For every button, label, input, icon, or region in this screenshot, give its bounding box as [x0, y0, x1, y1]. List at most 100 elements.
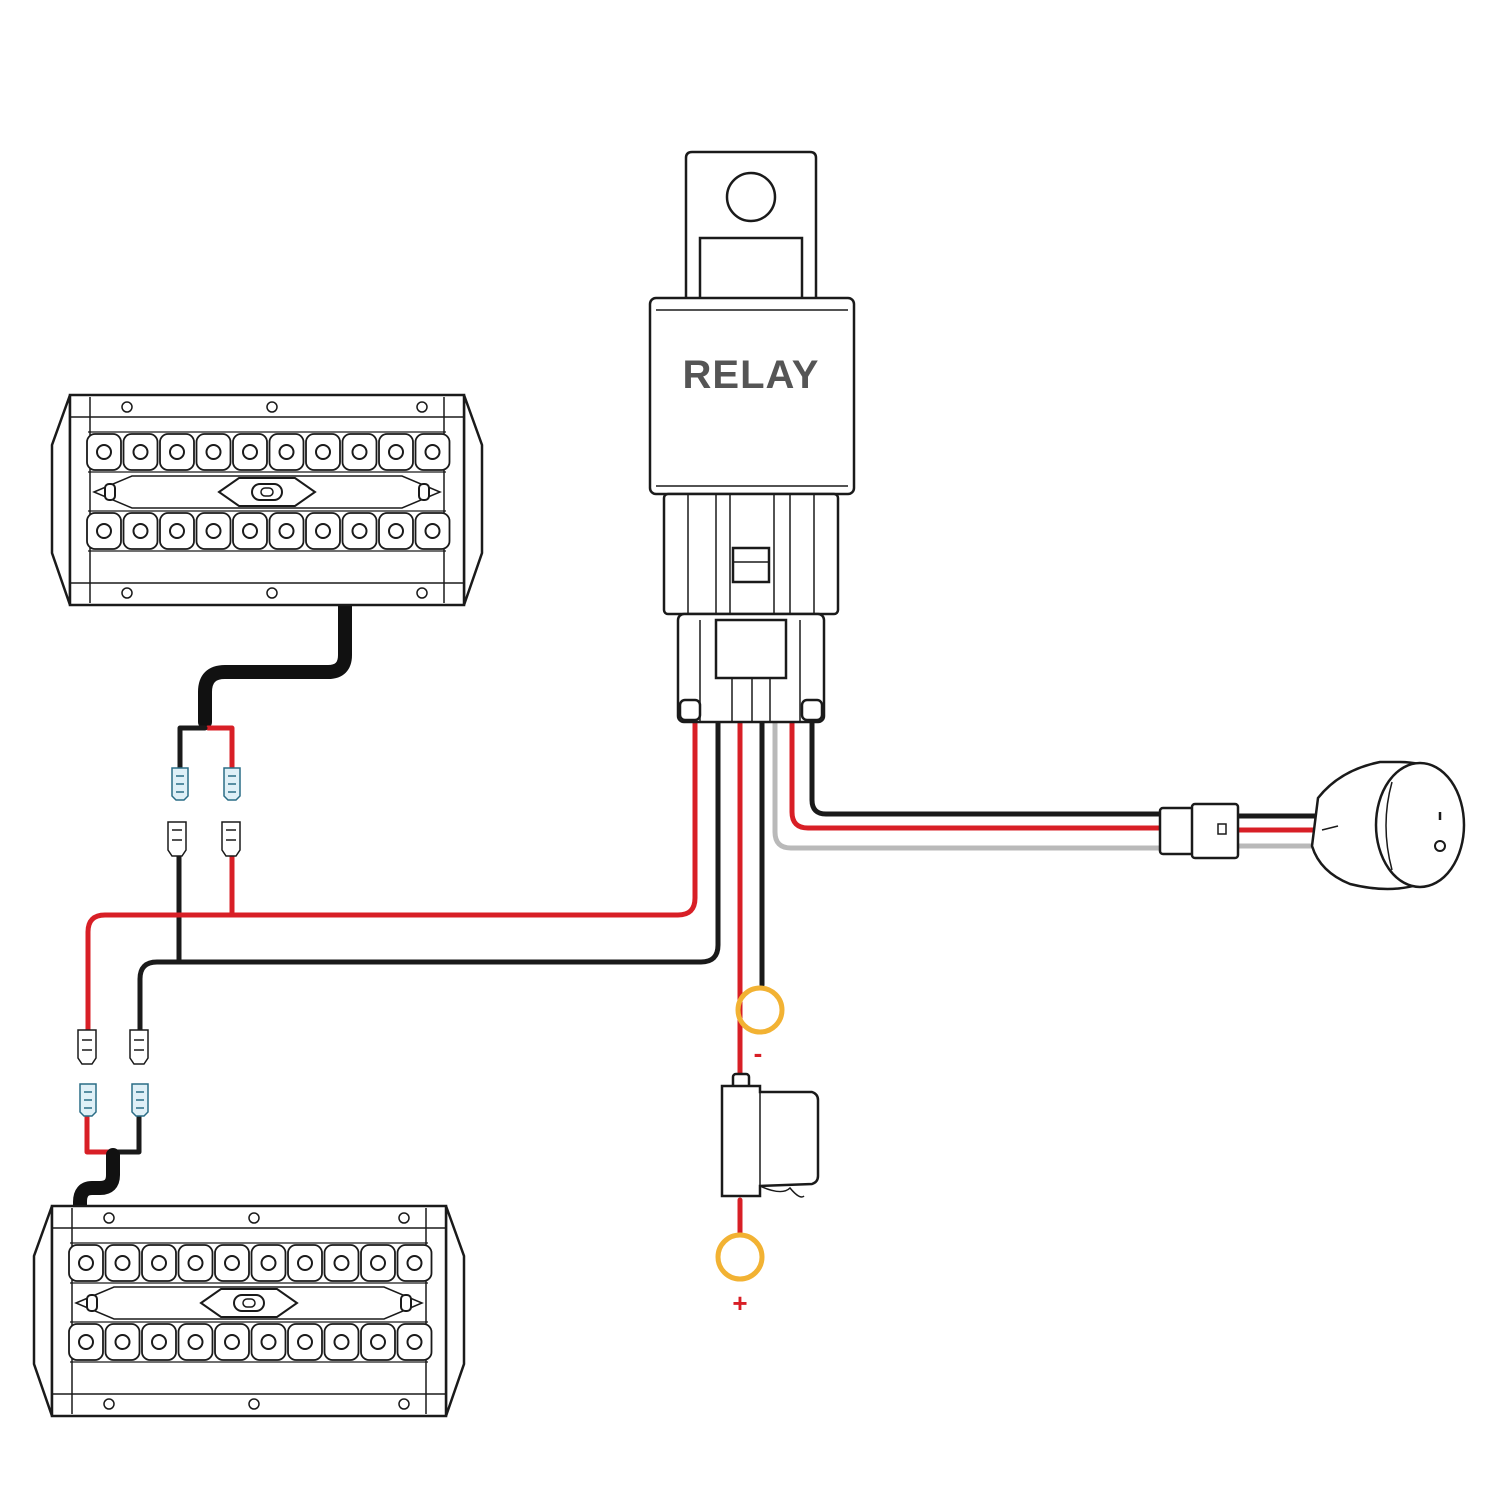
- top-bar-black-lead: [177, 725, 208, 773]
- led-icon: [78, 1334, 94, 1350]
- led-icon: [78, 1255, 94, 1271]
- spade-connector: [77, 1029, 97, 1065]
- screw-icon: [416, 587, 428, 599]
- relay-label: RELAY: [683, 353, 820, 397]
- relay-socket-ribs: [687, 494, 815, 614]
- led-icon: [242, 523, 258, 539]
- battery-terminals: - +: [715, 985, 820, 1318]
- relay-connector-slots: [699, 620, 801, 722]
- light-bar-side-slot: [400, 1294, 412, 1312]
- light-bar-end-cap: [32, 1205, 54, 1417]
- led-icon: [260, 1255, 277, 1271]
- led-icon: [278, 523, 295, 539]
- top-bar-cable: [198, 593, 352, 729]
- led-icon: [132, 444, 149, 460]
- positive-ring-terminal: [715, 1232, 765, 1282]
- relay-mount-hole: [725, 171, 777, 223]
- light-bar-badge-slot: [242, 1298, 256, 1308]
- led-icon: [333, 1334, 350, 1350]
- relay-red-out: [85, 719, 698, 1033]
- top-bar-red-lead: [205, 725, 235, 773]
- led-icon: [370, 1255, 386, 1271]
- led-icon: [96, 444, 112, 460]
- led-icon: [406, 1334, 423, 1350]
- relay-black-out: [137, 719, 721, 1033]
- spade-connector: [223, 767, 241, 801]
- led-icon: [132, 523, 149, 539]
- light-bar-end-cap: [462, 394, 484, 606]
- screw-icon: [248, 1398, 260, 1410]
- spade-connector: [171, 767, 189, 801]
- led-icon: [351, 523, 368, 539]
- led-icon: [406, 1255, 423, 1271]
- led-icon: [388, 444, 404, 460]
- led-icon: [205, 444, 222, 460]
- led-icon: [169, 523, 185, 539]
- screw-icon: [248, 1212, 260, 1224]
- led-icon: [114, 1334, 131, 1350]
- wires: [73, 593, 1321, 1238]
- light-bar-end-cap: [50, 394, 72, 606]
- relay-body-inner-edge: [656, 309, 848, 487]
- screw-icon: [121, 587, 133, 599]
- screw-icon: [121, 401, 133, 413]
- switch-gray-wire: [772, 719, 1168, 851]
- screw-icon: [266, 401, 278, 413]
- spade-connectors: [77, 767, 241, 1117]
- led-icon: [224, 1255, 240, 1271]
- screw-icon: [416, 401, 428, 413]
- led-icon: [370, 1334, 386, 1350]
- switch-connector-right: [1190, 802, 1240, 860]
- led-icon: [388, 523, 404, 539]
- screw-icon: [103, 1212, 115, 1224]
- light-bar-bottom: [32, 1204, 466, 1418]
- screw-icon: [266, 587, 278, 599]
- switch-black-wire: [809, 719, 1168, 817]
- spade-connector: [167, 821, 187, 857]
- spade-connector: [131, 1083, 149, 1117]
- negative-terminal-label: -: [754, 1038, 763, 1068]
- spade-connector: [129, 1029, 149, 1065]
- switch-connector-notch: [1217, 823, 1227, 835]
- switch-off-mark: [1434, 840, 1446, 852]
- led-icon: [424, 444, 441, 460]
- relay-connector-center: [714, 618, 788, 680]
- led-icon: [187, 1255, 204, 1271]
- switch-red-wire: [789, 719, 1168, 831]
- light-bar-side-slot: [418, 483, 430, 501]
- led-icon: [96, 523, 112, 539]
- led-icon: [315, 444, 331, 460]
- led-icon: [205, 523, 222, 539]
- switch-connector-left: [1158, 806, 1196, 856]
- led-icon: [333, 1255, 350, 1271]
- switch-rocker-face: [1374, 761, 1466, 889]
- screw-icon: [398, 1398, 410, 1410]
- light-bar-side-slot: [86, 1294, 98, 1312]
- led-icon: [151, 1255, 167, 1271]
- spade-connector: [79, 1083, 97, 1117]
- light-bar-top: [50, 393, 484, 607]
- rocker-switch[interactable]: [1158, 760, 1466, 891]
- positive-terminal-label: +: [732, 1288, 747, 1318]
- relay-socket-latch: [731, 546, 771, 584]
- light-bar-side-slot: [104, 483, 116, 501]
- led-icon: [242, 444, 258, 460]
- light-bar-end-cap: [444, 1205, 466, 1417]
- screw-icon: [398, 1212, 410, 1224]
- switch-rocker-shadow: [1385, 781, 1393, 871]
- led-icon: [151, 1334, 167, 1350]
- led-icon: [224, 1334, 240, 1350]
- led-icon: [351, 444, 368, 460]
- fuse-holder-strap: [759, 1185, 805, 1198]
- led-icon: [187, 1334, 204, 1350]
- led-icon: [278, 444, 295, 460]
- led-icon: [169, 444, 185, 460]
- relay: RELAY: [648, 150, 856, 724]
- relay-pin-right: [800, 698, 824, 722]
- fuse-holder: [720, 1072, 820, 1198]
- bottom-bar-red-lead: [84, 1109, 115, 1155]
- relay-mount-tab: [684, 150, 818, 302]
- led-icon: [260, 1334, 277, 1350]
- fuse-holder-body: [720, 1084, 820, 1198]
